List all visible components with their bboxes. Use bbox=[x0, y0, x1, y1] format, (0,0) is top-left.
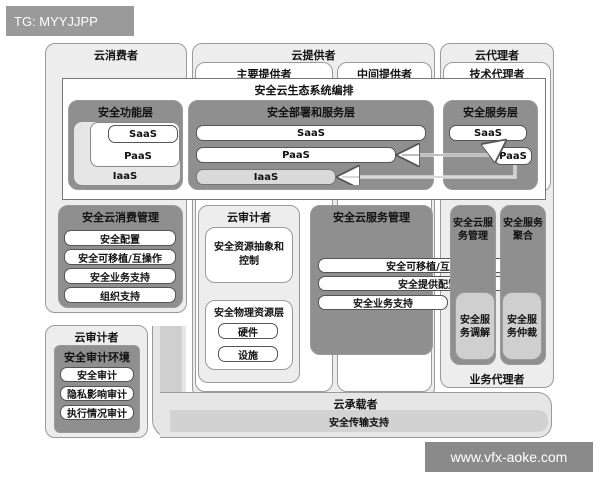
secure-transport-label: 安全传输支持 bbox=[329, 417, 389, 429]
watermark-top: TG: MYYJJPP bbox=[6, 6, 134, 36]
hardware-item: 硬件 bbox=[218, 323, 278, 339]
deploy-paas: PaaS bbox=[196, 147, 396, 163]
main-provider-title: 主要提供者 bbox=[236, 68, 292, 81]
consumer-mgmt-title: 安全云消费管理 bbox=[82, 211, 159, 224]
resource-abstraction-label: 安全资源抽象和控制 bbox=[214, 242, 284, 267]
middle-provider-title: 中间提供者 bbox=[357, 68, 412, 81]
cloud-carrier-title: 云承载者 bbox=[333, 398, 378, 411]
cloud-broker-title: 云代理者 bbox=[475, 49, 519, 62]
broker-agg-title: 安全服务聚合 bbox=[503, 218, 543, 242]
tech-broker-title: 技术代理者 bbox=[469, 68, 525, 81]
flow-arrows bbox=[330, 135, 517, 185]
cloud-consumer-title: 云消费者 bbox=[94, 49, 138, 62]
deployment-layer-title: 安全部署和服务层 bbox=[267, 106, 355, 119]
consumer-mgmt-item: 组织支持 bbox=[64, 287, 176, 303]
biz-broker-title: 业务代理者 bbox=[469, 373, 525, 386]
function-paas: PaaS bbox=[124, 151, 152, 162]
audit-item: 执行情况审计 bbox=[60, 405, 134, 420]
broker-agg-mgmt-title: 安全云服务管理 bbox=[453, 218, 493, 242]
cloud-auditor-title: 云审计者 bbox=[74, 331, 119, 344]
function-iaas: IaaS bbox=[112, 171, 138, 182]
resource-abstraction-box: 安全资源抽象和控制 bbox=[205, 227, 293, 283]
deploy-iaas: IaaS bbox=[196, 169, 336, 185]
facility-item: 设施 bbox=[218, 346, 278, 362]
service-mgmt-item: 安全业务支持 bbox=[318, 295, 448, 310]
ecosystem-title: 安全云生态系统编排 bbox=[254, 84, 354, 97]
cloud-provider-title: 云提供者 bbox=[291, 49, 336, 62]
mediation-label: 安全服务调解 bbox=[460, 315, 490, 339]
consumer-mgmt-item: 安全业务支持 bbox=[64, 268, 176, 284]
audit-env-title: 安全审计环境 bbox=[64, 351, 130, 364]
deploy-saas: SaaS bbox=[196, 125, 426, 141]
function-layer-title: 安全功能层 bbox=[98, 106, 153, 119]
function-saas: SaaS bbox=[108, 125, 178, 143]
physical-layer-title: 安全物理资源层 bbox=[214, 308, 284, 319]
cloud-service-mgmt-title: 安全云服务管理 bbox=[333, 211, 410, 224]
secure-transport-band: 安全传输支持 bbox=[170, 410, 548, 432]
audit-item: 隐私影响审计 bbox=[60, 386, 134, 401]
consumer-mgmt-item: 安全配置 bbox=[64, 230, 176, 246]
mediation-box: 安全服务调解 bbox=[455, 292, 495, 360]
provider-auditor-title: 云审计者 bbox=[227, 211, 271, 224]
arbitrage-label: 安全服务仲裁 bbox=[507, 315, 537, 339]
consumer-mgmt-item: 安全可移植/互操作 bbox=[64, 249, 176, 265]
audit-item: 安全审计 bbox=[60, 367, 134, 382]
arbitrage-box: 安全服务仲裁 bbox=[502, 292, 542, 360]
broker-service-layer-title: 安全服务层 bbox=[463, 106, 518, 119]
watermark-bottom: www.vfx-aoke.com bbox=[425, 442, 593, 472]
